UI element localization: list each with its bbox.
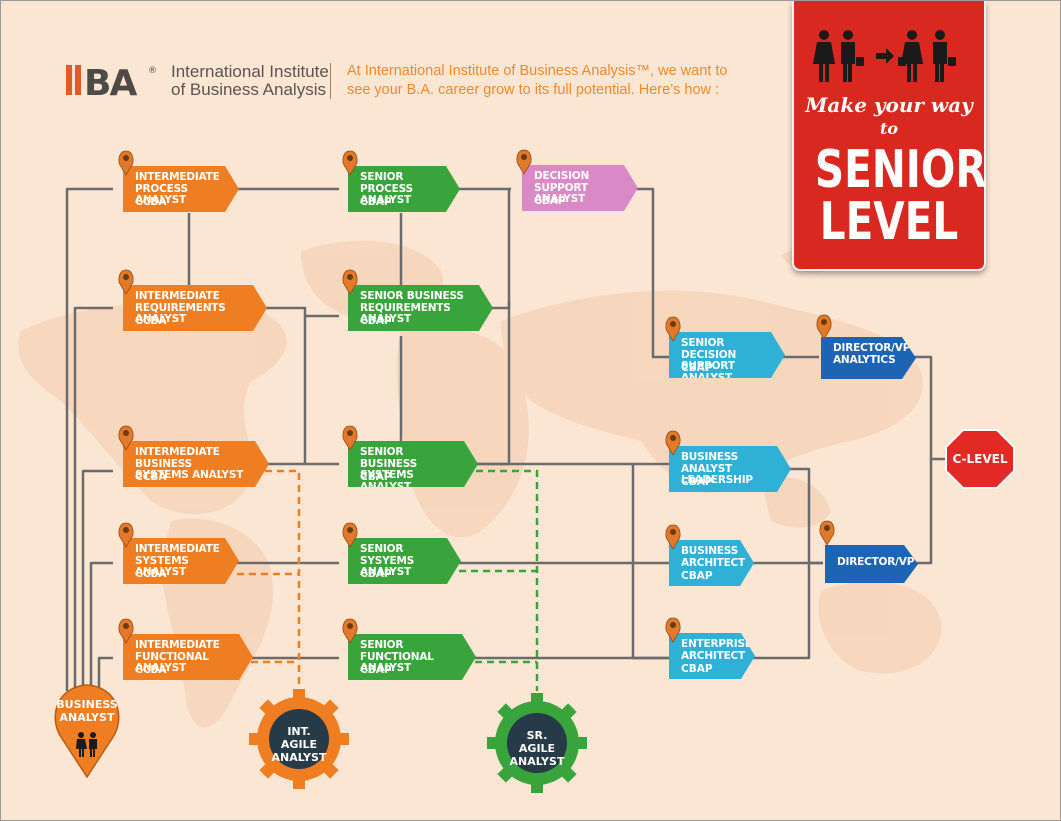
sr-agile-line1: SR. AGILE	[518, 729, 556, 755]
header-divider	[330, 63, 331, 99]
role-title-line1: INTERMEDIATE	[135, 290, 220, 302]
role-cert: CCBA	[135, 664, 167, 676]
role-title-line1: SENIOR PROCESS	[360, 171, 413, 195]
role-title-line1: SENIOR FUNCTIONAL	[360, 639, 434, 663]
role-title-line2: ARCHITECT	[681, 649, 746, 662]
role-title-line1: ENTERPRISE	[681, 638, 752, 650]
role-director-vp[interactable]: DIRECTOR/VP	[825, 545, 918, 583]
role-title-line2: REQUIREMENTS ANALYST	[360, 301, 451, 325]
business-analyst-line1: BUSINESS	[56, 698, 118, 711]
tagline-line2: see your B.A. career grow to its full po…	[347, 82, 720, 98]
role-title-line1: SENIOR DECISION	[681, 337, 737, 361]
org-name-line2: of Business Analysis	[171, 80, 326, 99]
int-agile-gear-icon	[249, 689, 349, 789]
business-analyst-line2: ANALYST	[59, 711, 115, 724]
role-title-line2: REQUIREMENTS ANALYST	[135, 301, 226, 325]
role-cert: CCBA	[135, 196, 167, 208]
role-title-line1: BUSINESS	[681, 545, 739, 557]
banner-level: LEVEL	[819, 192, 959, 252]
role-cert: CCBA	[135, 568, 167, 580]
role-title-line2: ANALYST	[360, 662, 412, 674]
c-level-octagon-icon[interactable]	[945, 429, 1015, 489]
role-cert: CBAP	[360, 664, 392, 676]
role-title-line1: DIRECTOR/VP	[837, 556, 915, 568]
tagline: At International Institute of Business A…	[347, 62, 737, 100]
role-cert: CBAP	[681, 362, 713, 374]
role-title-line2: SUPPORT ANALYST	[534, 181, 588, 205]
tagline-line1: At International Institute of Business A…	[347, 63, 728, 79]
role-title-line2: ARCHITECT	[681, 556, 746, 569]
role-cert: CCBA	[135, 471, 167, 483]
svg-text:®: ®	[148, 66, 157, 76]
role-title-line1: DECISION	[534, 170, 590, 182]
role-cert: CBAP	[360, 196, 392, 208]
role-title-line2: ANALYTICS	[833, 353, 896, 366]
role-cert: CCBA	[135, 315, 167, 327]
iiba-logo-icon: BA ®	[66, 63, 157, 99]
int-agile-line1: INT. AGILE	[280, 725, 318, 751]
org-name: International Institute of Business Anal…	[171, 63, 329, 99]
role-title-line2: SUPPORT ANALYST	[681, 360, 735, 384]
business-analyst-pin-icon[interactable]	[51, 679, 123, 779]
role-title-line1: INTERMEDIATE	[135, 639, 220, 651]
banner-make-your-way: Make your way	[805, 93, 973, 117]
role-title-line2: FUNCTIONAL ANALYST	[135, 650, 209, 674]
role-title-line1: INTERMEDIATE	[135, 171, 220, 183]
role-title-line1: SENIOR SYSYEMS	[360, 543, 415, 567]
role-title-line2: ANALYST	[360, 194, 412, 206]
role-cert: CBAP	[681, 476, 713, 488]
role-title-line2: PROCESS ANALYST	[135, 182, 188, 206]
int-agile-line2: ANALYST	[271, 751, 327, 764]
role-title-line1: DIRECTOR/VP	[833, 342, 911, 354]
role-cert: CBAP	[534, 195, 566, 207]
sr-agile-line2: ANALYST	[509, 755, 565, 768]
int-agile-label: INT. AGILE ANALYST	[269, 725, 329, 764]
role-title-line2: ANALYST	[360, 566, 412, 578]
svg-text:BA: BA	[84, 63, 137, 99]
senior-level-banner: Make your way to SENIOR LEVEL	[792, 1, 987, 271]
role-cert: CBAP	[681, 570, 713, 582]
role-title-line1: INTERMEDIATE	[135, 543, 220, 555]
banner-to: to	[879, 119, 899, 138]
role-cert: CBAP	[360, 315, 392, 327]
role-title-line1: BUSINESS ANALYST	[681, 451, 739, 475]
role-title-line2: LEADERSHIP	[681, 474, 753, 486]
career-people-icon	[813, 30, 956, 82]
role-title-line1: SENIOR BUSINESS	[360, 446, 418, 470]
sr-agile-label: SR. AGILE ANALYST	[507, 729, 567, 768]
banner-senior: SENIOR	[814, 140, 987, 200]
sr-agile-gear-icon	[487, 693, 587, 793]
c-level-label: C-LEVEL	[952, 452, 1008, 466]
role-title-line2: SYSTEMS ANALYST	[360, 469, 414, 493]
role-title-line1: INTERMEDIATE BUSINESS	[135, 446, 220, 470]
role-cert: CBAP	[360, 568, 392, 580]
role-title-line1: SENIOR BUSINESS	[360, 290, 464, 302]
role-cert: CBAP	[360, 471, 392, 483]
role-cert: CBAP	[681, 663, 713, 675]
business-analyst-label: BUSINESS ANALYST	[53, 698, 121, 724]
role-title-line2: SYSTEMS ANALYST	[135, 554, 189, 578]
role-title-line2: SYSTEMS ANALYST	[135, 469, 244, 481]
org-name-line1: International Institute	[171, 62, 329, 81]
